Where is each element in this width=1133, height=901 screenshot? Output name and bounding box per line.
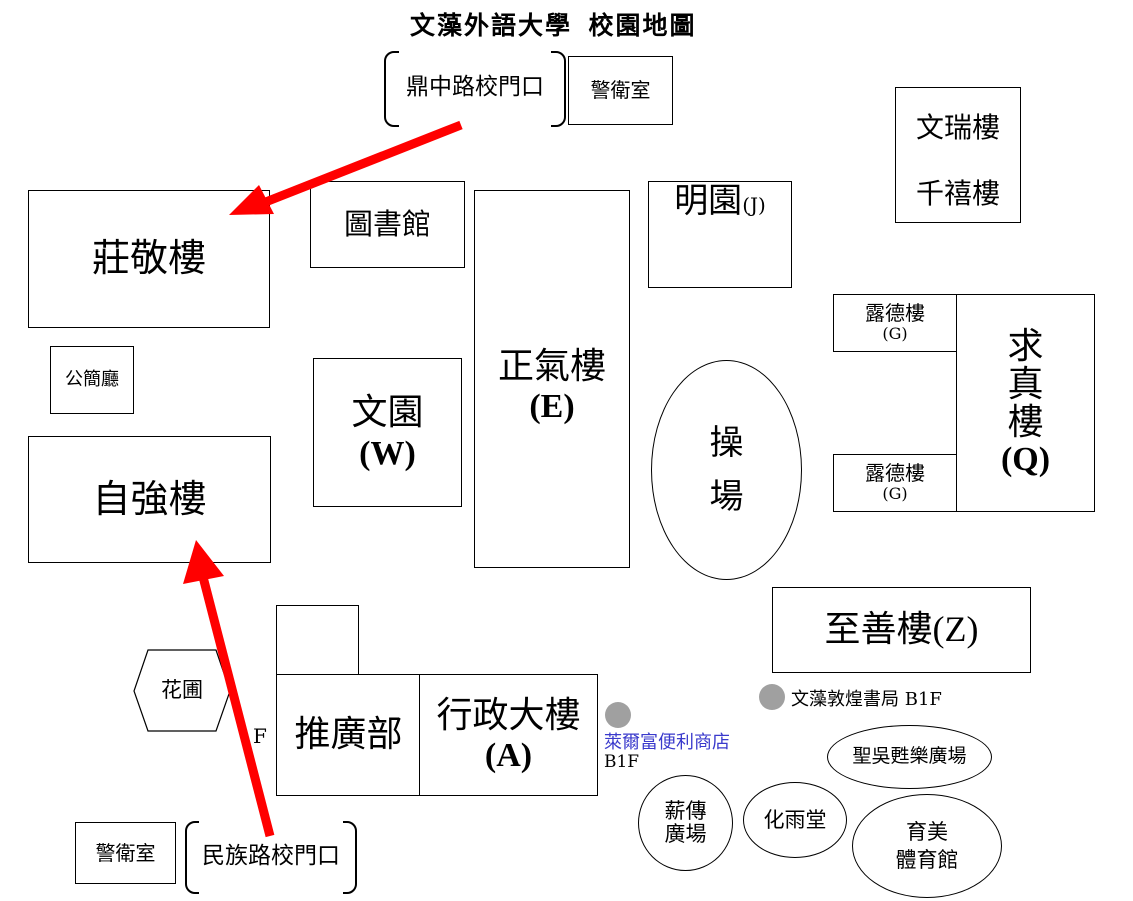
building-zhuangjing[interactable]: 莊敬樓 (28, 190, 270, 328)
building-annex[interactable] (276, 605, 359, 676)
building-mingyuan-name: 明園 (674, 181, 743, 221)
building-zhengqi-label: 正氣樓 (E) (475, 336, 629, 436)
building-gongjian[interactable]: 公簡廳 (50, 346, 134, 414)
building-lude-top[interactable]: 露德樓 (G) (833, 294, 957, 352)
building-qiuzhen-char-3: 樓 (1007, 402, 1044, 444)
hall-huayu[interactable]: 化雨堂 (743, 782, 847, 858)
guard-room-bottom[interactable]: 警衛室 (75, 822, 176, 884)
building-xingzheng[interactable]: 行政大樓 (A) (419, 674, 598, 796)
building-lude-top-name: 露德樓 (865, 301, 925, 326)
building-zhengqi-code: (E) (529, 388, 575, 426)
building-zhengqi[interactable]: 正氣樓 (E) (474, 190, 630, 568)
building-library[interactable]: 圖書館 (310, 181, 465, 268)
building-lude-bottom-code: (G) (882, 484, 908, 504)
plaza-xinchuan-line-2: 廣場 (664, 822, 707, 846)
building-tuiguang[interactable]: 推廣部 (276, 674, 421, 796)
bookstore-label[interactable]: 文藻敦煌書局 B1F (791, 689, 942, 710)
gym-yumei-line-1: 育美 (906, 819, 948, 844)
plaza-xinchuan[interactable]: 薪傳 廣場 (638, 775, 733, 871)
garden-label[interactable]: 花圃 (161, 678, 203, 703)
floor-marker-f: F (253, 724, 267, 748)
gate-label-minzu[interactable]: 民族路校門口 (202, 842, 340, 869)
sports-field-char-2: 場 (709, 477, 744, 517)
building-qiuzhen-code: (Q) (1000, 440, 1051, 478)
gym-yumei[interactable]: 育美 體育館 (852, 794, 1002, 898)
plaza-shengwu[interactable]: 聖吳甦樂廣場 (827, 725, 992, 789)
building-wenyuan-code: (W) (359, 434, 416, 472)
building-mingyuan[interactable]: 明園 (J) (648, 181, 792, 288)
sports-field[interactable]: 操 場 (651, 360, 802, 580)
building-wenrui-qianxi[interactable]: 文瑞樓 千禧樓 (895, 87, 1021, 223)
building-qiuzhen-char-1: 求 (1007, 326, 1044, 368)
building-ziqiang[interactable]: 自強樓 (28, 436, 271, 563)
building-qiuzhen[interactable]: 求 真 樓 (Q) (956, 294, 1095, 512)
building-xingzheng-name: 行政大樓 (436, 694, 581, 736)
gate-label-dingzhong[interactable]: 鼎中路校門口 (406, 73, 544, 100)
building-lude-bottom-name: 露德樓 (865, 461, 925, 486)
map-title: 文藻外語大學 校園地圖 (410, 13, 697, 40)
store-name-label[interactable]: 萊爾富便利商店 (604, 732, 730, 753)
building-zhishan[interactable]: 至善樓(Z) (772, 587, 1031, 673)
plaza-xinchuan-line-1: 薪傳 (664, 798, 707, 823)
building-wenyuan-name: 文園 (351, 392, 424, 434)
store-floor-label: B1F (604, 752, 640, 772)
building-mingyuan-code: (J) (742, 193, 766, 217)
gym-yumei-line-2: 體育館 (895, 848, 959, 872)
store-dot-icon (605, 702, 631, 728)
bookstore-dot-icon (759, 684, 785, 710)
building-lude-bottom[interactable]: 露德樓 (G) (833, 454, 957, 512)
building-wenyuan[interactable]: 文園 (W) (313, 358, 462, 507)
building-zhengqi-name: 正氣樓 (497, 345, 606, 387)
building-wenrui-label: 文瑞樓 (915, 110, 1000, 144)
guard-room-top[interactable]: 警衛室 (568, 56, 673, 125)
sports-field-char-1: 操 (709, 422, 744, 463)
building-lude-top-code: (G) (882, 324, 908, 344)
building-qiuzhen-char-2: 真 (1007, 364, 1044, 406)
building-xingzheng-code: (A) (484, 737, 533, 775)
bracket-mask (399, 48, 551, 130)
building-qianxi-label: 千禧樓 (915, 176, 1000, 210)
